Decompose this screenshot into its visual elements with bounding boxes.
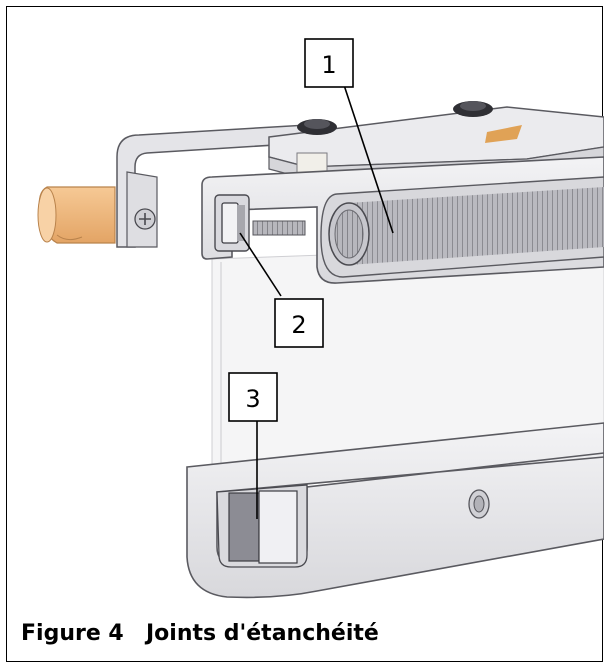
callout-3-label: 3	[245, 385, 260, 413]
callout-leaders	[239, 78, 394, 519]
technical-drawing: 1 2 3	[37, 38, 604, 599]
figure-number: Figure 4	[21, 621, 124, 646]
wooden-handle	[37, 186, 116, 244]
figure-title: Joints d'étanchéité	[146, 621, 379, 646]
figure-frame: 1 2 3 Figure 4 Joints d'étanchéité	[6, 6, 604, 662]
callout-1: 1	[304, 38, 354, 88]
callout-3: 3	[228, 372, 278, 422]
callout-1-label: 1	[321, 51, 336, 79]
lower-profile	[186, 422, 604, 599]
figure-caption: Figure 4 Joints d'étanchéité	[21, 621, 379, 646]
callout-2: 2	[274, 298, 324, 348]
callout-2-label: 2	[291, 311, 306, 339]
upper-profile	[201, 156, 604, 284]
